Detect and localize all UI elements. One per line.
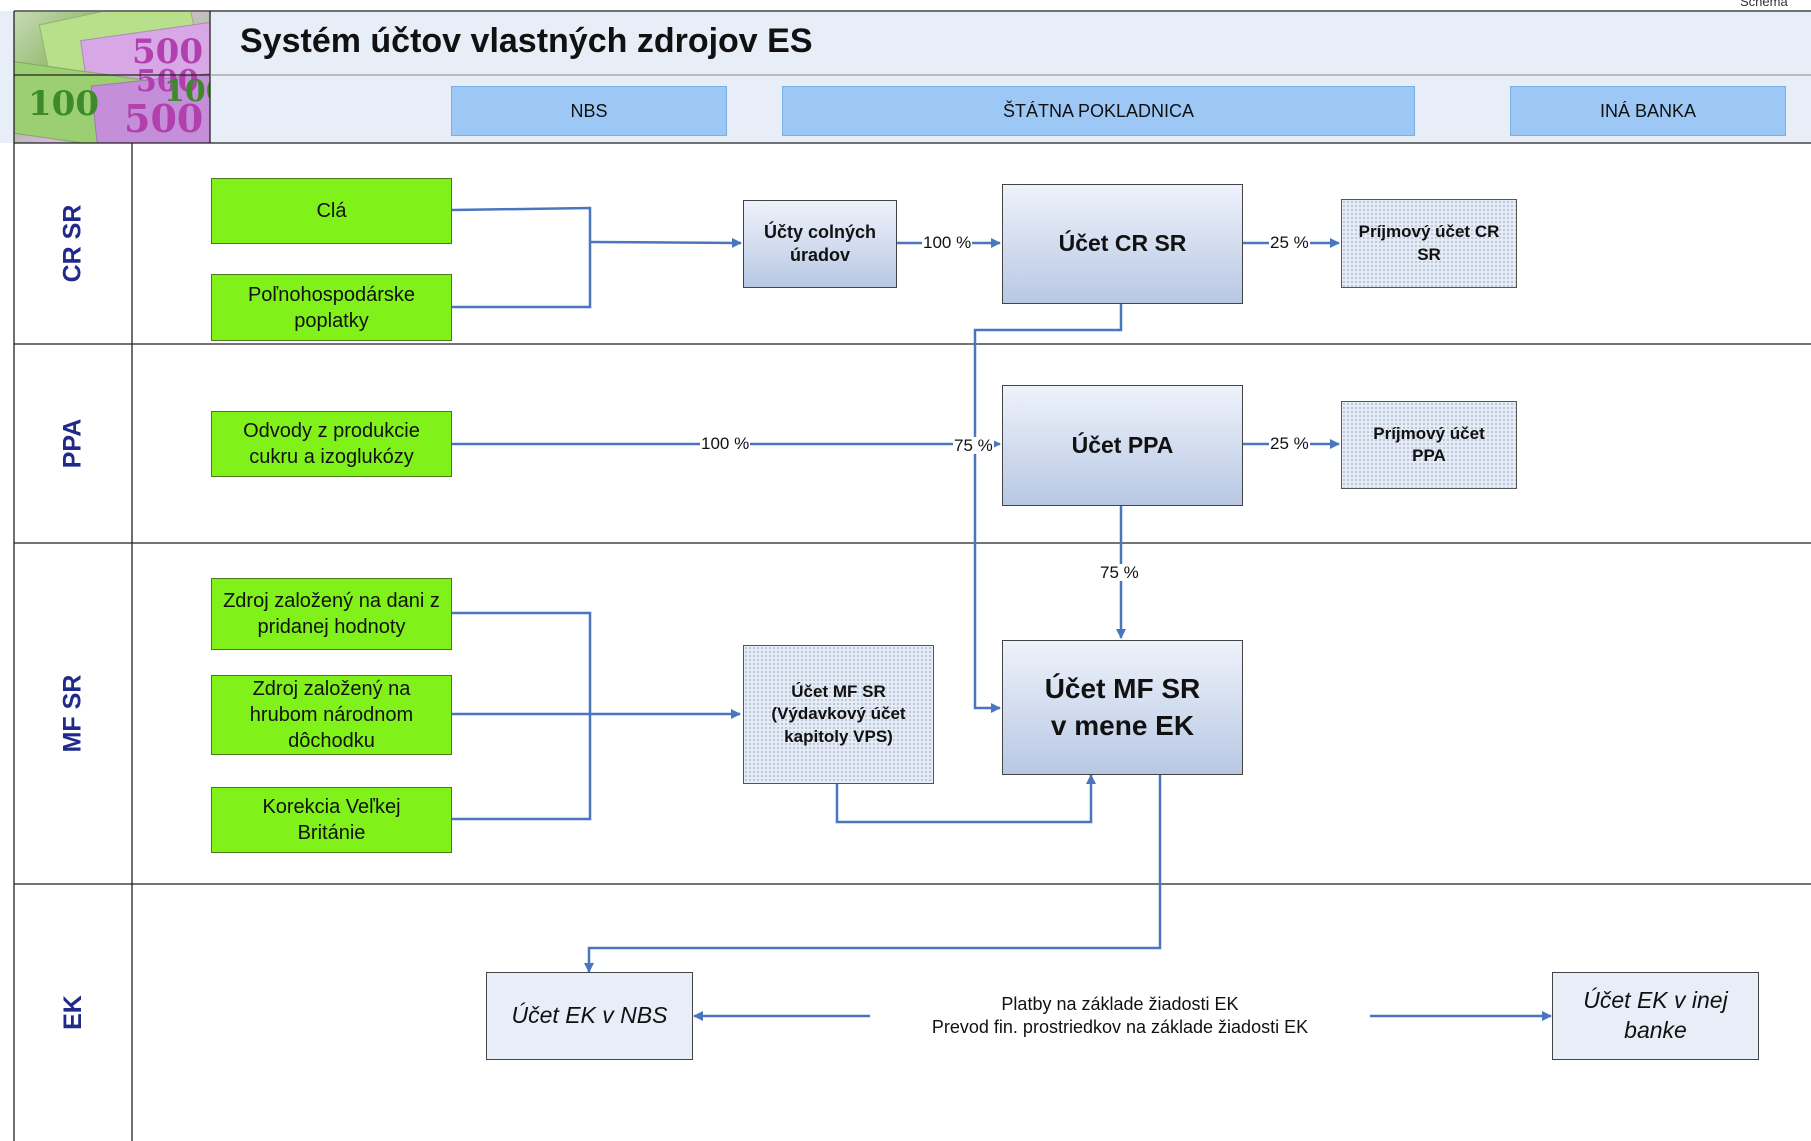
column-header-statna-pokladnica: ŠTÁTNA POKLADNICA: [782, 86, 1415, 136]
arrow-mf-ek-to-ek-nbs: [584, 775, 1162, 973]
banknote-value: 500: [136, 64, 199, 99]
flow-label-cr-to-mf: 75 %: [953, 436, 994, 455]
account-ucet-mf-sr-ek-line2: v mene EK: [1050, 709, 1195, 741]
flow-label-cr-to-prijmovy: 25 %: [1269, 233, 1310, 252]
arrow-cr-to-mf-ek: [973, 304, 1123, 713]
flow-label-colne-to-cr: 100 %: [922, 233, 973, 252]
source-polnohospodarske-poplatky: Poľnohospodárske poplatky: [211, 274, 452, 341]
account-ucet-mf-sr-ek-line1: Účet MF SR: [1044, 673, 1201, 705]
page-corner-label: Schéma: [1740, 0, 1788, 9]
connector-korekcia: [452, 714, 592, 821]
account-prijmovy-cr-sr: Príjmový účet CR SR: [1341, 199, 1517, 288]
lane-label-ek: EK: [58, 995, 87, 1030]
account-ucet-ek-nbs: Účet EK v NBS: [486, 972, 693, 1060]
account-ucet-mf-sr-ek: Účet MF SR v mene EK: [1002, 640, 1243, 775]
flow-label-ppa-to-prijmovy: 25 %: [1269, 434, 1310, 453]
lane-label-ppa: PPA: [58, 418, 87, 469]
account-colne-urady: Účty colných úradov: [743, 200, 897, 288]
lane-label-cr-sr: CR SR: [58, 204, 87, 283]
connector-polnohospodarske: [452, 242, 592, 309]
arrow-sources-to-colne-urady: [589, 237, 742, 248]
source-cla: Clá: [211, 178, 452, 244]
page-title: Systém účtov vlastných zdrojov ES: [240, 22, 813, 60]
connector-cla: [451, 206, 592, 242]
column-header-nbs: NBS: [451, 86, 727, 136]
source-hnd: Zdroj založený na hrubom národnom dôchod…: [211, 675, 452, 755]
account-ucet-mf-vps: Účet MF SR (Výdavkový účet kapitoly VPS): [743, 645, 934, 784]
ek-transfer-note-line2: Prevod fin. prostriedkov na základe žiad…: [931, 1017, 1309, 1038]
banknote-value: 500: [124, 96, 204, 141]
account-ucet-cr-sr: Účet CR SR: [1002, 184, 1243, 304]
ek-transfer-note: Platby na základe žiadosti EK Prevod fin…: [870, 993, 1370, 1040]
banknote-value: 100: [164, 74, 210, 109]
source-korekcia-vb: Korekcia Veľkej Británie: [211, 787, 452, 853]
banknote-value: 100: [28, 84, 99, 124]
ek-transfer-note-line1: Platby na základe žiadosti EK: [1001, 994, 1239, 1014]
column-header-ina-banka: INÁ BANKA: [1510, 86, 1786, 136]
connector-dph: [452, 611, 592, 714]
source-odvody: Odvody z produkcie cukru a izoglukózy: [211, 411, 452, 477]
swimlane-grid: [13, 10, 1811, 1141]
source-dph: Zdroj založený na dani z pridanej hodnot…: [211, 578, 452, 650]
euro-banknotes-logo: 500 500 100 100 500: [14, 12, 210, 143]
account-ucet-ek-ina-banka: Účet EK v inej banke: [1552, 972, 1759, 1060]
flow-label-odvody-to-ppa: 100 %: [700, 434, 751, 453]
banknote-value: 500: [132, 32, 203, 72]
lane-label-mf-sr: MF SR: [58, 674, 87, 753]
flow-label-ppa-to-mf: 75 %: [1099, 563, 1140, 582]
account-prijmovy-ppa: Príjmový účet PPA: [1341, 401, 1517, 489]
arrow-mf-vps-to-mf-ek: [835, 774, 1096, 824]
account-ucet-ppa: Účet PPA: [1002, 385, 1243, 506]
